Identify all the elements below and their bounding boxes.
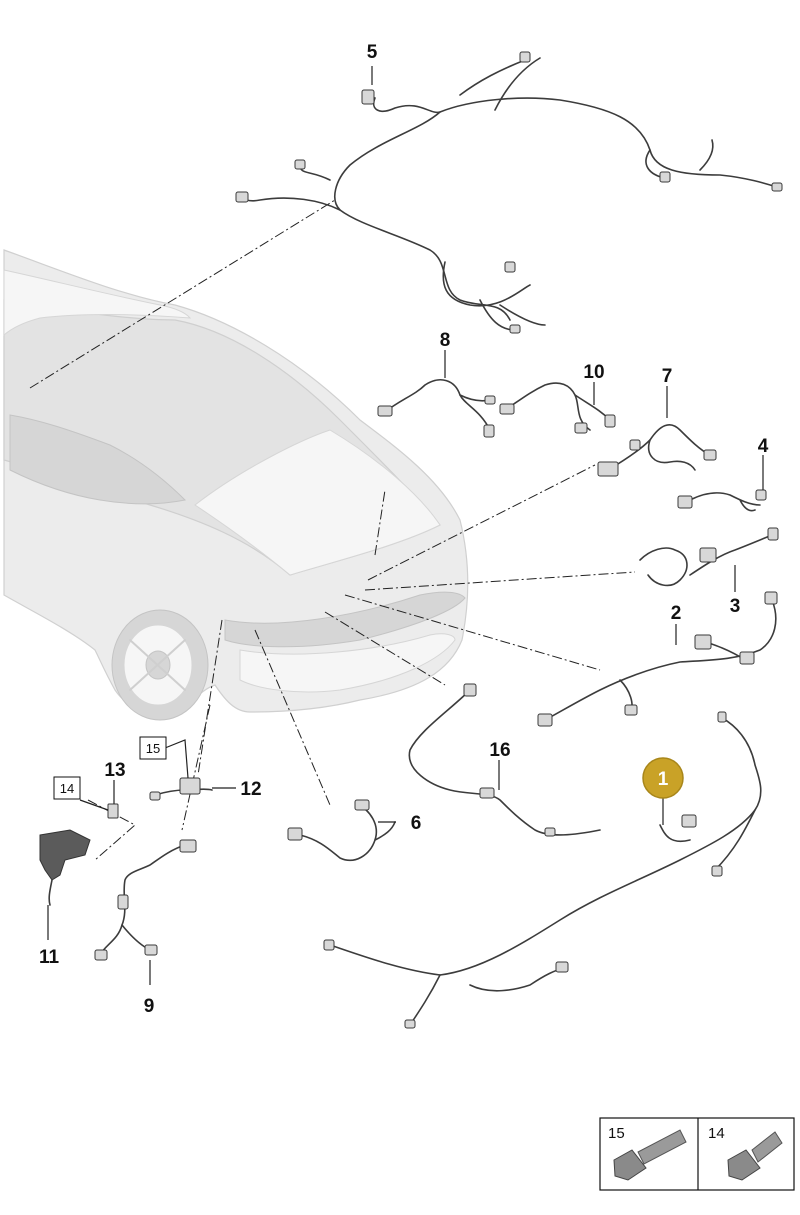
svg-text:15: 15 (146, 741, 160, 756)
harness-part-7 (597, 424, 717, 477)
callout-1-badge[interactable]: 1 (642, 757, 684, 799)
leader-lines (29, 199, 636, 861)
legend-item-14[interactable]: 14 (708, 1125, 783, 1181)
part-11-bracket (39, 829, 91, 906)
callout-11: 11 (39, 947, 60, 968)
short-bolt-icon (727, 1131, 783, 1181)
legend-item-15[interactable]: 15 (608, 1125, 687, 1181)
callout-3: 3 (730, 596, 741, 617)
harness-part-5 (235, 51, 783, 334)
car-rear-illustration (3, 249, 469, 721)
harness-part-12 (149, 777, 213, 801)
callout-pointers (47, 66, 764, 985)
harness-part-8 (377, 379, 496, 438)
harness-part-16 (408, 683, 601, 837)
harness-part-10 (499, 382, 616, 434)
fastener-legend: 15 14 (599, 1117, 795, 1191)
svg-text:14: 14 (60, 781, 74, 796)
callout-16: 16 (489, 740, 510, 761)
callout-4: 4 (758, 436, 769, 457)
callout-labels: 5 8 10 7 4 3 2 16 6 12 13 11 9 (39, 42, 769, 1017)
harness-part-6 (287, 799, 396, 862)
part-13-clip (107, 803, 119, 819)
harness-part-2 (537, 547, 778, 727)
harness-part-1 (323, 711, 762, 1029)
harness-part-9 (94, 839, 197, 961)
boxed-ref-15: 15 (139, 736, 167, 760)
harness-part-3 (689, 527, 779, 576)
callout-6: 6 (411, 813, 422, 834)
callout-2: 2 (671, 603, 682, 624)
long-bolt-icon (613, 1129, 687, 1181)
svg-text:15: 15 (608, 1125, 625, 1142)
callout-1: 1 (658, 769, 669, 790)
svg-text:14: 14 (708, 1125, 725, 1142)
callout-10: 10 (583, 362, 604, 383)
callout-12: 12 (240, 779, 261, 800)
harness-part-4 (677, 489, 767, 512)
callout-9: 9 (144, 996, 155, 1017)
boxed-ref-14: 14 (53, 776, 81, 800)
callout-5: 5 (367, 42, 378, 63)
callout-13: 13 (104, 760, 125, 781)
callout-8: 8 (440, 330, 451, 351)
callout-7: 7 (662, 366, 673, 387)
